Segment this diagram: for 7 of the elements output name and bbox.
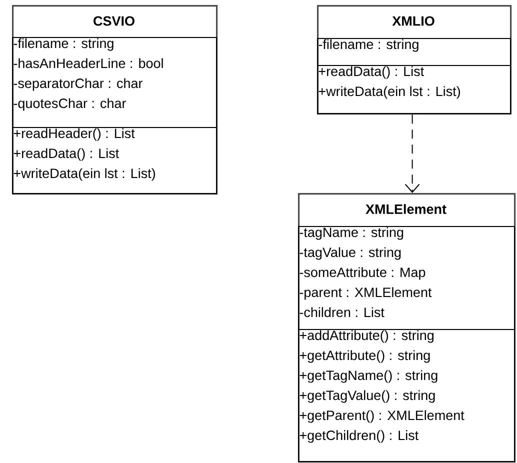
attribute-list: -filename : string -hasAnHeaderLine : bool -separatorChar : char -quotesChar : char — [12, 37, 217, 128]
attribute-list: -tagName : string -tagValue : string -someAttribute : Map -parent : XMLElement -children : List — [298, 226, 515, 330]
method-list: +addAttribute() : string +getAttribute() : string +getTagName() : string +getTagValue() : string +getParent() : XMLElement +getChildren() : List — [298, 329, 515, 462]
method-list: +readHeader() : List +readData() : List +writeData(ein lst : List) — [12, 127, 217, 194]
dependency-arrow — [404, 114, 420, 193]
attribute-list: -filename : string — [317, 38, 511, 66]
method-list: +readData() : List +writeData(ein lst : List) — [317, 65, 511, 114]
